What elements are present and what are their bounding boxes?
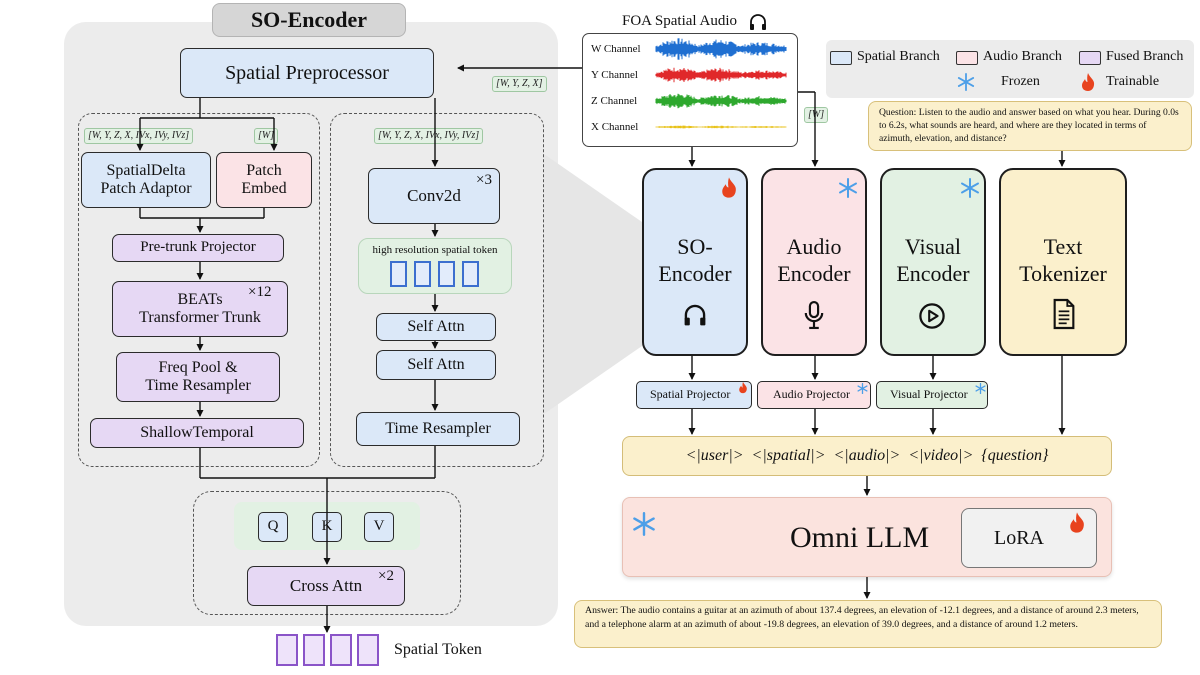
legend-trainable-label: Trainable bbox=[1106, 74, 1160, 89]
document-icon bbox=[1053, 298, 1075, 330]
audio-projector: Audio Projector bbox=[757, 381, 871, 409]
foa-title: FOA Spatial Audio bbox=[622, 13, 738, 29]
tag-right-input: [W, Y, Z, X, IVx, IVy, IVz] bbox=[374, 128, 484, 144]
legend-spatial-label: Spatial Branch bbox=[857, 49, 940, 64]
tag-preprocessor-input: [W, Y, Z, X] bbox=[492, 76, 547, 92]
pre-trunk-projector: Pre-trunk Projector bbox=[112, 234, 284, 262]
legend-panel bbox=[826, 40, 1194, 98]
legend-audio-swatch bbox=[956, 51, 978, 65]
headphones-icon bbox=[684, 304, 706, 326]
spatial-preprocessor: Spatial Preprocessor bbox=[180, 48, 434, 98]
snowflake-icon bbox=[957, 73, 975, 91]
tag-left-input: [W, Y, Z, X, IVx, IVy, IVz] bbox=[84, 128, 194, 144]
play-icon bbox=[919, 303, 945, 329]
patch-embed: Patch Embed bbox=[216, 152, 312, 208]
legend-spatial-swatch bbox=[830, 51, 852, 65]
time-resampler: Time Resampler bbox=[356, 412, 520, 446]
snowflake-icon bbox=[633, 512, 655, 536]
shallow-temporal: ShallowTemporal bbox=[90, 418, 304, 448]
flame-icon bbox=[1082, 73, 1095, 91]
question-box: Question: Listen to the audio and answer… bbox=[868, 101, 1192, 151]
hires-token-2 bbox=[414, 261, 431, 287]
spatial-token-1 bbox=[276, 634, 298, 666]
microphone-icon bbox=[804, 300, 824, 330]
self-attn-1: Self Attn bbox=[376, 313, 496, 341]
q-token: Q bbox=[258, 512, 288, 542]
prompt-template: <|user|> <|spatial|> <|audio|> <|video|>… bbox=[622, 436, 1112, 476]
legend-audio-label: Audio Branch bbox=[983, 49, 1062, 64]
hires-token-box bbox=[358, 238, 512, 294]
tag-w: [W] bbox=[254, 128, 279, 144]
cross-multiplier: ×2 bbox=[378, 568, 394, 584]
beats-branch-group bbox=[78, 113, 320, 467]
legend-fused-swatch bbox=[1079, 51, 1101, 65]
snowflake-icon bbox=[857, 383, 868, 394]
answer-box: Answer: The audio contains a guitar at a… bbox=[574, 600, 1162, 648]
cross-attn: Cross Attn bbox=[247, 566, 405, 606]
flame-icon bbox=[1070, 512, 1084, 533]
hires-token-4 bbox=[462, 261, 479, 287]
z-channel-label: Z Channel bbox=[591, 95, 638, 107]
beats-transformer-trunk: BEATs Transformer Trunk bbox=[112, 281, 288, 337]
conv2d: Conv2d bbox=[368, 168, 500, 224]
so-encoder-title: SO-Encoder bbox=[212, 3, 406, 37]
text-tokenizer-block: Text Tokenizer bbox=[999, 168, 1127, 356]
tag-w-audio: [W] bbox=[804, 107, 829, 123]
spatial-token-4 bbox=[357, 634, 379, 666]
visual-projector: Visual Projector bbox=[876, 381, 988, 409]
snowflake-icon bbox=[961, 178, 979, 198]
flame-icon bbox=[739, 381, 747, 394]
hires-token-3 bbox=[438, 261, 455, 287]
beats-multiplier: ×12 bbox=[248, 284, 272, 300]
spatial-token-2 bbox=[303, 634, 325, 666]
freq-pool-time-resampler: Freq Pool & Time Resampler bbox=[116, 352, 280, 402]
snowflake-icon bbox=[975, 383, 986, 394]
conv-multiplier: ×3 bbox=[476, 172, 492, 188]
conv-branch-group bbox=[330, 113, 544, 467]
omni-llm-label: Omni LLM bbox=[790, 521, 930, 554]
w-channel-label: W Channel bbox=[591, 43, 641, 55]
x-channel-label: X Channel bbox=[591, 121, 639, 133]
spatialdelta-patch-adaptor: SpatialDelta Patch Adaptor bbox=[81, 152, 211, 208]
k-token: K bbox=[312, 512, 342, 542]
spatial-projector: Spatial Projector bbox=[636, 381, 752, 409]
headphones-icon bbox=[750, 14, 766, 30]
visual-encoder-block: Visual Encoder bbox=[880, 168, 986, 356]
v-token: V bbox=[364, 512, 394, 542]
hires-token-1 bbox=[390, 261, 407, 287]
spatial-token-3 bbox=[330, 634, 352, 666]
spatial-token-label: Spatial Token bbox=[394, 641, 482, 658]
hires-token-label: high resolution spatial token bbox=[372, 244, 498, 256]
snowflake-icon bbox=[839, 178, 857, 198]
lora-block: LoRA bbox=[961, 508, 1097, 568]
legend-frozen-label: Frozen bbox=[1001, 74, 1040, 89]
so-encoder-block: SO- Encoder bbox=[642, 168, 748, 356]
y-channel-label: Y Channel bbox=[591, 69, 638, 81]
self-attn-2: Self Attn bbox=[376, 350, 496, 380]
flame-icon bbox=[722, 177, 736, 198]
legend-fused-label: Fused Branch bbox=[1106, 49, 1184, 64]
